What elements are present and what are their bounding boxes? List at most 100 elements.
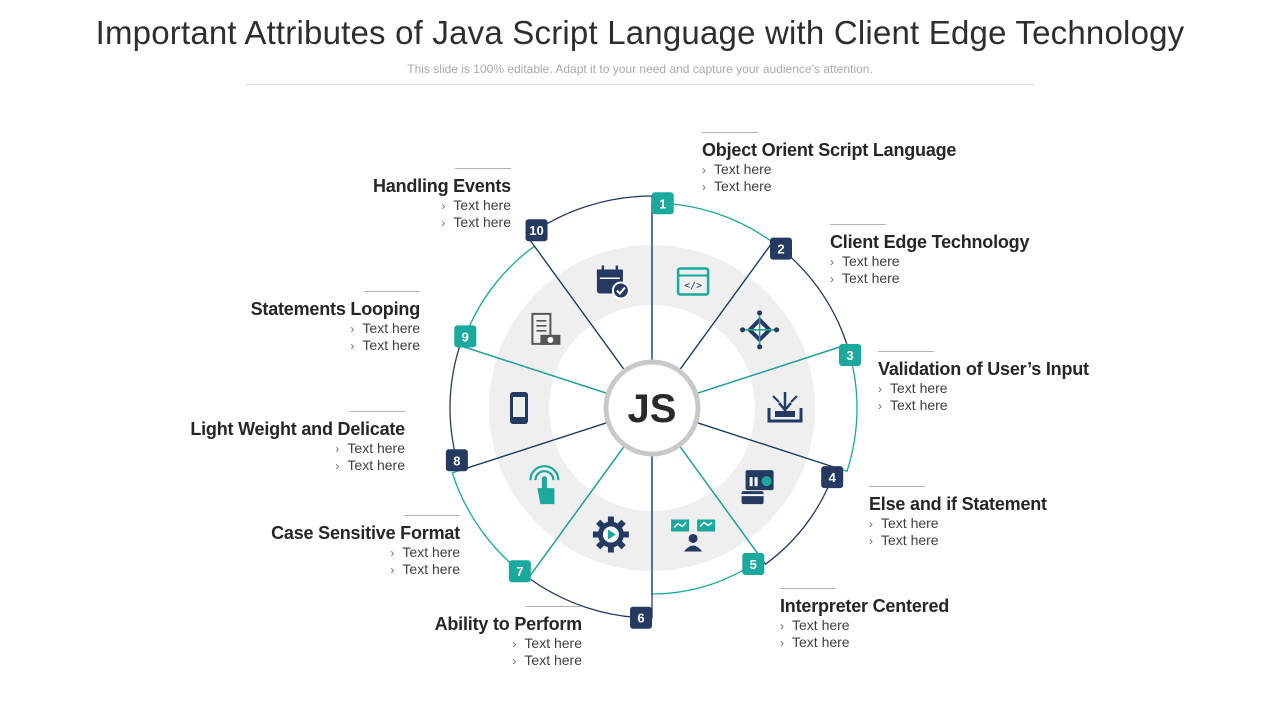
chip-icon <box>740 310 780 350</box>
attribute-point: › Text here <box>252 635 582 652</box>
attribute-point-text: Text here <box>453 197 511 213</box>
attribute-point: › Text here <box>90 320 420 337</box>
receipt-money-icon <box>531 312 561 345</box>
label-divider <box>869 486 925 487</box>
number-badge-5: 5 <box>742 552 765 575</box>
attribute-point: › Text here <box>702 161 1032 178</box>
presenter-icon <box>671 519 716 552</box>
chevron-right-icon: › <box>390 546 395 560</box>
badge-number: 4 <box>829 470 837 485</box>
badge-number: 10 <box>529 223 543 238</box>
code-window-icon: </> <box>676 267 710 296</box>
attribute-point-text: Text here <box>362 320 420 336</box>
chevron-right-icon: › <box>702 180 706 194</box>
label-divider <box>455 168 511 169</box>
number-badge-3: 3 <box>839 343 862 366</box>
attribute-point-text: Text here <box>402 561 460 577</box>
attribute-label-8: Light Weight and Delicate › Text here › Text… <box>75 411 405 474</box>
attribute-point: › Text here <box>878 380 1208 397</box>
label-divider <box>526 606 582 607</box>
attribute-point-text: Text here <box>842 270 900 286</box>
chevron-right-icon: › <box>512 637 517 651</box>
chevron-right-icon: › <box>335 459 340 473</box>
number-badge-9: 9 <box>454 325 477 348</box>
attribute-point: › Text here <box>181 197 511 214</box>
page-subtitle: This slide is 100% editable. Adapt it to… <box>407 62 873 76</box>
chevron-right-icon: › <box>335 442 340 456</box>
attribute-point-text: Text here <box>842 253 900 269</box>
attribute-label-5: Interpreter Centered›Text here›Text here <box>780 588 1110 651</box>
chevron-right-icon: › <box>830 272 834 286</box>
attribute-point-text: Text here <box>714 161 772 177</box>
page-title: Important Attributes of Java Script Lang… <box>95 14 1185 51</box>
attribute-point: ›Text here <box>780 634 1110 651</box>
chevron-right-icon: › <box>441 216 446 230</box>
attribute-point: ›Text here <box>780 617 1110 634</box>
calendar-check-icon <box>596 265 630 300</box>
label-divider <box>830 224 886 225</box>
attribute-point: › Text here <box>130 561 460 578</box>
attribute-point: ›Text here <box>90 337 420 354</box>
attribute-point: › Text here <box>878 397 1208 414</box>
attribute-label-2: Client Edge Technology›Text here›Text he… <box>830 224 1160 287</box>
attribute-point: › Text here <box>75 457 405 474</box>
inbox-download-icon <box>767 392 803 423</box>
attribute-point: ›Text here <box>252 652 582 669</box>
attribute-point: › Text here <box>702 178 1032 195</box>
badge-number: 2 <box>777 242 784 257</box>
attribute-title: Validation of User’s Input <box>878 359 1089 379</box>
attribute-label-1: Object Orient Script Language›Text here›… <box>702 132 1032 195</box>
chevron-right-icon: › <box>878 382 882 396</box>
attribute-point-text: Text here <box>881 532 939 548</box>
payment-window-icon <box>741 470 774 505</box>
attribute-label-4: Else and if Statement›Text here›Text her… <box>869 486 1199 549</box>
attribute-point-text: Text here <box>714 178 772 194</box>
attribute-point: › Text here <box>75 440 405 457</box>
grey-ring <box>489 245 815 571</box>
attribute-point-text: Text here <box>792 634 850 650</box>
badge-number: 1 <box>659 196 666 211</box>
smartphone-icon <box>510 392 528 424</box>
svg-text:</>: </> <box>684 281 702 292</box>
attribute-label-9: Statements Looping›Text here›Text here <box>90 291 420 354</box>
touch-hand-icon <box>529 465 560 505</box>
attribute-label-3: Validation of User’s Input › Text here › Tex… <box>878 351 1208 414</box>
attribute-label-10: Handling Events›Text here›Text here <box>181 168 511 231</box>
chevron-right-icon: › <box>878 399 882 413</box>
gear-play-icon <box>592 516 629 553</box>
attribute-title: Ability to Perform <box>434 614 583 634</box>
number-badge-10: 10 <box>525 219 548 242</box>
attribute-point-text: Text here <box>890 397 948 413</box>
attribute-title: Light Weight and Delicate <box>190 419 405 439</box>
label-divider <box>702 132 758 133</box>
badge-number: 9 <box>462 329 469 344</box>
attribute-point-text: Text here <box>524 635 582 651</box>
attribute-point-text: Text here <box>347 457 405 473</box>
attribute-point-text: Text here <box>890 380 948 396</box>
attribute-point: › Text here <box>130 544 460 561</box>
center-js-label: JS <box>628 387 677 431</box>
chevron-right-icon: › <box>512 654 517 668</box>
attribute-point-text: Text here <box>347 440 405 456</box>
number-badge-4: 4 <box>821 466 844 489</box>
label-divider <box>404 515 460 516</box>
attribute-title: Case Sensitive Format <box>271 523 460 543</box>
attribute-title: Statements Looping <box>250 299 421 319</box>
attribute-label-6: Ability to Perform›Text here›Text here <box>252 606 582 669</box>
attribute-title: Client Edge Technology <box>830 232 1030 252</box>
chevron-right-icon: › <box>390 563 395 577</box>
label-divider <box>878 351 934 352</box>
header-divider <box>246 84 1034 85</box>
number-badge-8: 8 <box>445 449 468 472</box>
attribute-point-text: Text here <box>402 544 460 560</box>
chevron-right-icon: › <box>350 322 355 336</box>
chevron-right-icon: › <box>869 534 873 548</box>
center-circle <box>603 359 701 457</box>
badge-number: 6 <box>637 611 644 626</box>
chevron-right-icon: › <box>350 339 355 353</box>
chevron-right-icon: › <box>441 199 446 213</box>
label-divider <box>349 411 405 412</box>
chevron-right-icon: › <box>702 163 706 177</box>
attribute-point-text: Text here <box>881 515 939 531</box>
attribute-point-text: Text here <box>453 214 511 230</box>
